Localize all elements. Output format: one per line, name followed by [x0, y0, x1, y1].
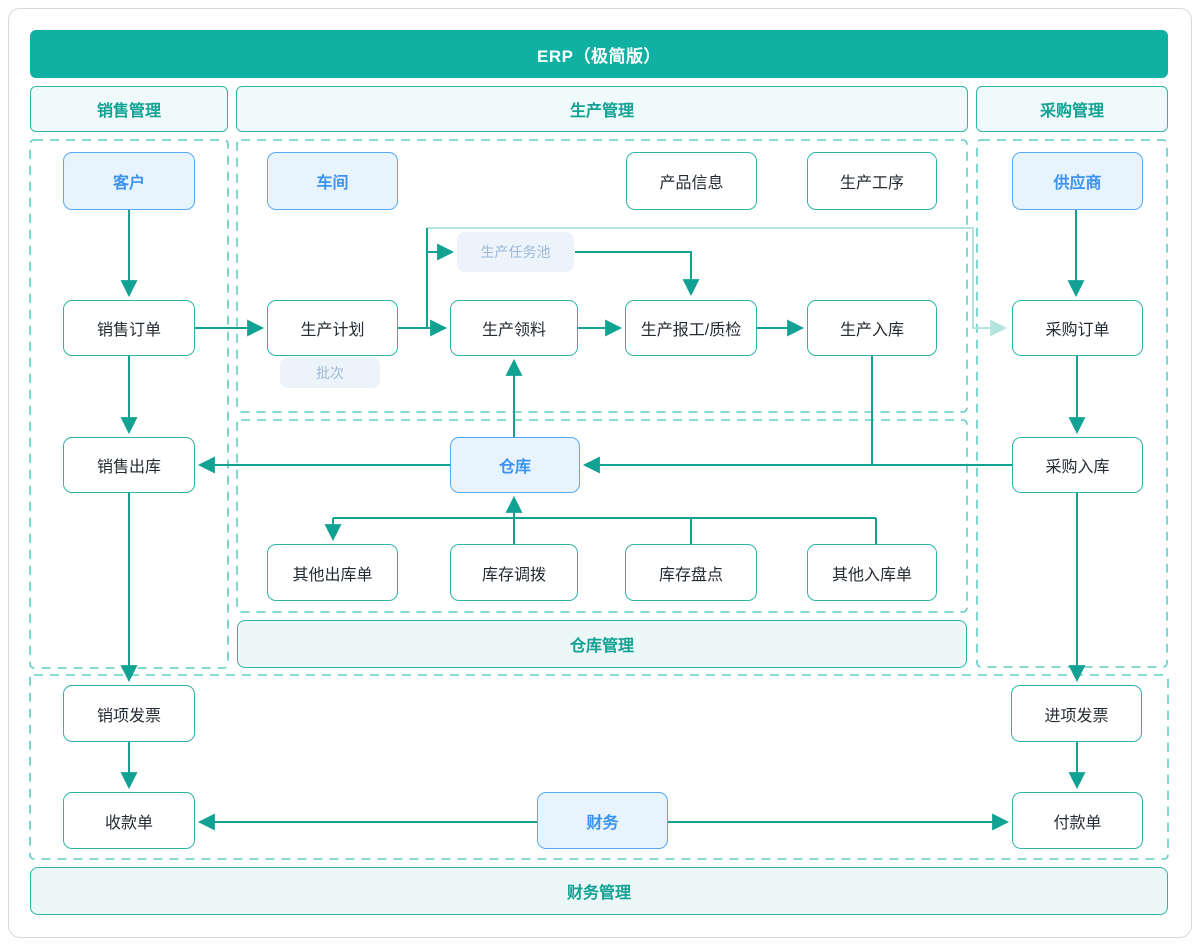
node-purchase-order[interactable]: 采购订单 [1012, 300, 1143, 356]
node-label: 生产领料 [481, 322, 546, 339]
node-label: 财务 [586, 814, 619, 832]
node-label: 生产入库 [839, 322, 904, 339]
section-header-label: 生产管理 [569, 103, 634, 120]
node-label: 收款单 [104, 814, 153, 832]
finance-management-bar[interactable]: 财务管理 [30, 867, 1168, 915]
node-product-info[interactable]: 产品信息 [626, 152, 757, 210]
node-label: 采购入库 [1045, 459, 1110, 476]
page-border-frame [8, 8, 1192, 938]
node-label: 车间 [316, 175, 349, 192]
node-label: 付款单 [1053, 814, 1102, 832]
node-label: 其他出库单 [292, 566, 373, 584]
node-customer[interactable]: 客户 [63, 152, 195, 210]
node-warehouse[interactable]: 仓库 [450, 437, 580, 493]
warehouse-management-bar[interactable]: 仓库管理 [237, 620, 967, 668]
node-label: 生产报工/质检 [640, 322, 742, 339]
node-label: 销项发票 [96, 707, 161, 725]
node-receipt[interactable]: 收款单 [63, 792, 195, 849]
node-finance[interactable]: 财务 [537, 792, 668, 849]
node-production-plan[interactable]: 生产计划 [267, 300, 398, 356]
node-label: 销售出库 [96, 459, 161, 476]
node-other-inbound[interactable]: 其他入库单 [807, 544, 937, 601]
node-inventory-transfer[interactable]: 库存调拨 [450, 544, 578, 601]
tag-production-task-pool: 生产任务池 [457, 232, 574, 272]
node-label: 产品信息 [659, 175, 724, 192]
node-other-outbound[interactable]: 其他出库单 [267, 544, 398, 601]
diagram-title-bar: ERP（极简版） [30, 30, 1168, 78]
node-sales-invoice[interactable]: 销项发票 [63, 685, 195, 742]
node-workshop[interactable]: 车间 [267, 152, 398, 210]
node-label: 客户 [112, 175, 145, 192]
section-header-sales[interactable]: 销售管理 [30, 86, 228, 132]
node-sales-outbound[interactable]: 销售出库 [63, 437, 195, 493]
node-label: 生产计划 [300, 322, 365, 339]
section-header-label: 销售管理 [96, 103, 161, 120]
node-sales-order[interactable]: 销售订单 [63, 300, 195, 356]
section-header-production[interactable]: 生产管理 [236, 86, 968, 132]
node-production-inbound[interactable]: 生产入库 [807, 300, 937, 356]
node-supplier[interactable]: 供应商 [1012, 152, 1143, 210]
section-header-label: 采购管理 [1039, 103, 1104, 120]
node-label: 采购订单 [1045, 322, 1110, 339]
node-label: 仓库 [498, 459, 531, 476]
diagram-title: ERP（极简版） [537, 46, 661, 66]
node-label: 销售订单 [96, 322, 161, 339]
node-label: 生产工序 [839, 175, 904, 192]
node-label: 库存调拨 [481, 566, 546, 584]
node-input-invoice[interactable]: 进项发票 [1011, 685, 1142, 742]
node-label: 供应商 [1053, 175, 1102, 192]
tag-label: 批次 [316, 364, 344, 381]
node-inventory-count[interactable]: 库存盘点 [625, 544, 757, 601]
node-label: 库存盘点 [658, 566, 723, 584]
node-production-report-qc[interactable]: 生产报工/质检 [625, 300, 757, 356]
node-purchase-inbound[interactable]: 采购入库 [1012, 437, 1143, 493]
tag-batch: 批次 [280, 357, 380, 388]
tag-label: 生产任务池 [480, 244, 551, 260]
node-production-picking[interactable]: 生产领料 [450, 300, 578, 356]
bar-label: 财务管理 [566, 885, 631, 902]
node-label: 进项发票 [1044, 707, 1109, 725]
node-label: 其他入库单 [831, 566, 912, 584]
section-header-purchase[interactable]: 采购管理 [976, 86, 1168, 132]
bar-label: 仓库管理 [569, 638, 634, 655]
node-production-process[interactable]: 生产工序 [807, 152, 937, 210]
node-payment[interactable]: 付款单 [1012, 792, 1143, 849]
